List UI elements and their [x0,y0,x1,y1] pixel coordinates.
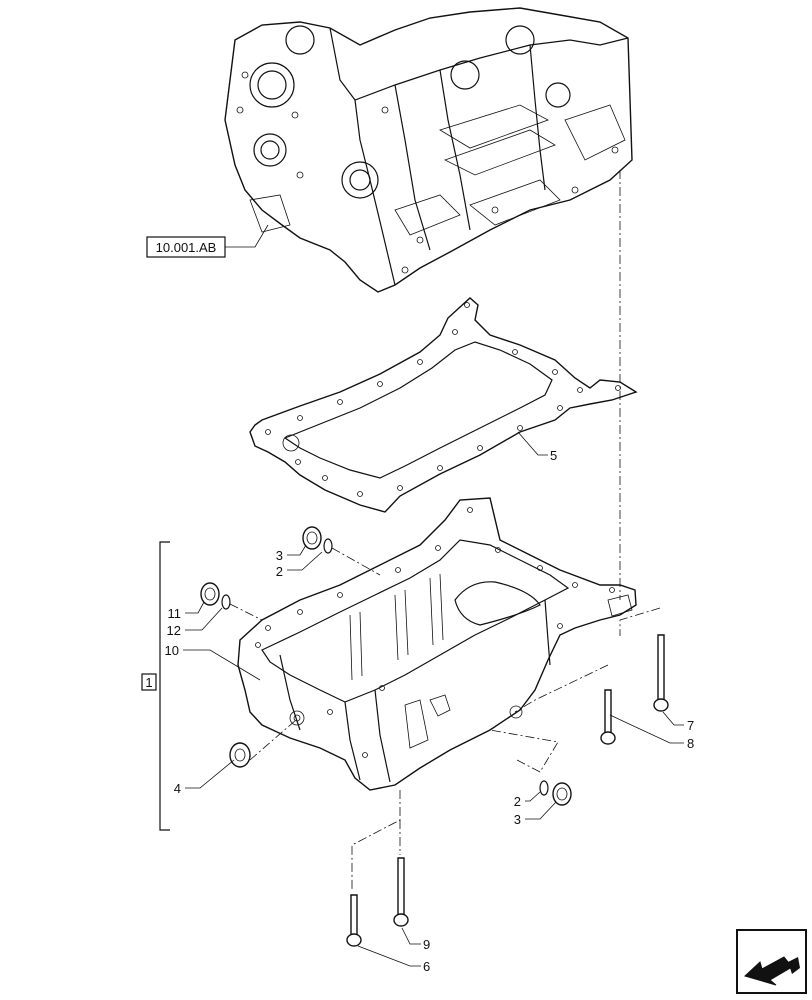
next-page-arrow-icon[interactable] [736,929,807,994]
callout-2-upper: 2 [276,564,283,579]
callout-12: 12 [167,623,181,638]
callout-labels: 3 2 11 12 10 4 5 2 3 7 8 9 6 [165,448,695,974]
callout-8: 8 [687,736,694,751]
bolt-8 [600,689,616,745]
callout-5: 5 [550,448,557,463]
bolt-9 [393,857,409,927]
engine-block [224,7,633,293]
reference-box-label: 10.001.AB [156,240,217,255]
group-box-label: 1 [145,675,152,690]
callout-7: 7 [687,718,694,733]
plug-4 [229,742,251,768]
bolt-7 [653,634,669,712]
bolt-6 [346,894,362,947]
callout-2-lower: 2 [514,794,521,809]
callout-4: 4 [174,781,181,796]
leader-lines [183,431,684,967]
callout-6: 6 [423,959,430,974]
plug-upper [302,526,333,554]
plug-left [200,582,231,610]
alignment-lines [229,170,661,890]
group-bracket: 1 [141,541,170,831]
callout-10: 10 [165,643,179,658]
callout-11: 11 [168,606,182,621]
callout-3-lower: 3 [514,812,521,827]
plug-lower-right [539,780,572,806]
oil-pan [237,497,637,791]
callout-3-upper: 3 [276,548,283,563]
callout-9: 9 [423,937,430,952]
reference-box[interactable]: 10.001.AB [146,224,269,258]
gasket [249,297,638,513]
